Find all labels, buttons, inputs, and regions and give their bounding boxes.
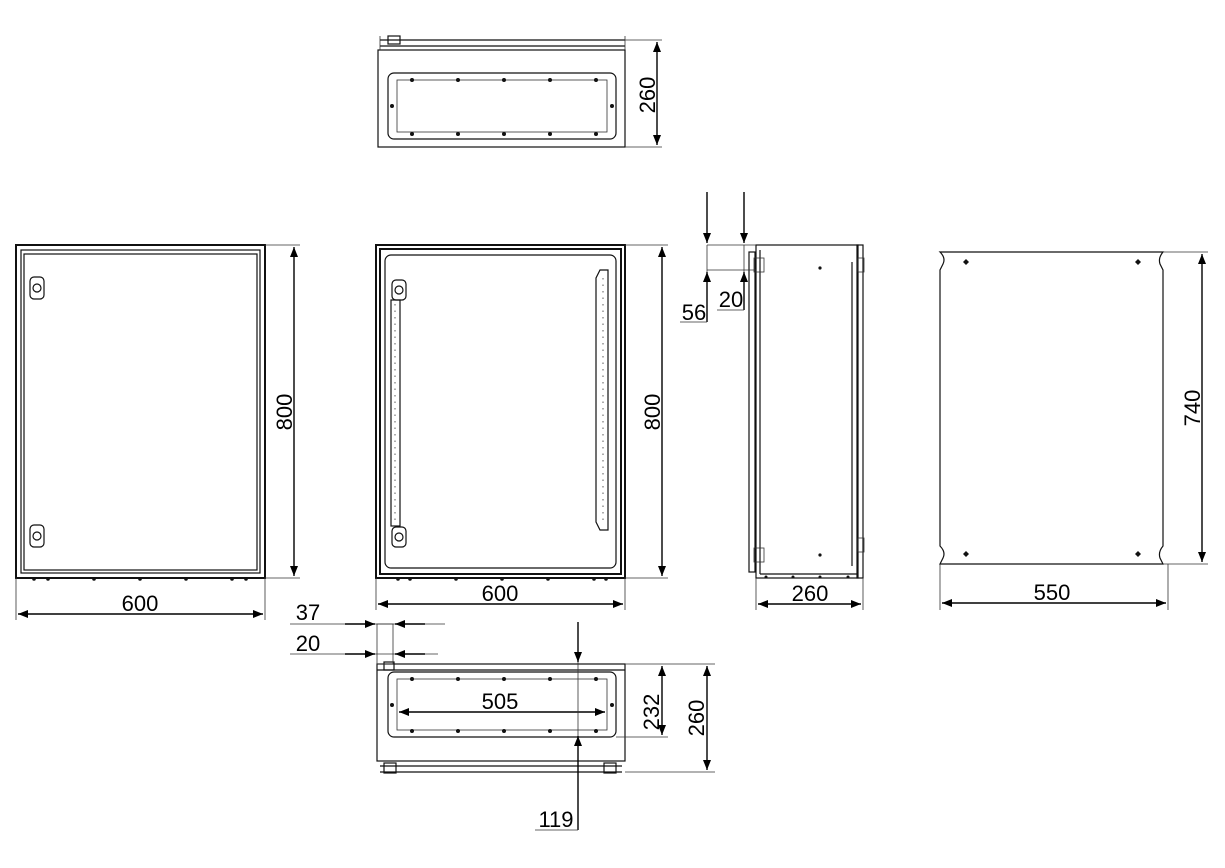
bottom-view-bolts <box>390 677 614 733</box>
dim-bottom-37: 37 <box>296 600 320 625</box>
side-view: 56 20 260 <box>680 192 865 610</box>
dim-bottom-232: 232 <box>639 694 664 731</box>
front-view-open: 800 600 <box>375 244 668 610</box>
dim-open-width: 600 <box>482 581 519 606</box>
mounting-rail-left <box>390 299 401 527</box>
door-lock-icon <box>29 276 45 548</box>
top-view-bolts <box>390 78 614 136</box>
dim-side-56: 56 <box>682 300 706 325</box>
bottom-feet <box>32 577 248 581</box>
front-view-closed: 800 600 <box>15 244 300 620</box>
dim-side-20: 20 <box>719 287 743 312</box>
bottom-feet-open <box>396 577 608 581</box>
dim-bottom-20: 20 <box>296 631 320 656</box>
dim-top-depth: 260 <box>635 77 660 114</box>
plate-mount-holes <box>963 259 1141 557</box>
dim-bottom-119: 119 <box>538 807 573 832</box>
dim-front-height: 800 <box>272 394 297 431</box>
dim-open-height: 800 <box>640 394 665 431</box>
dim-plate-width: 550 <box>1034 580 1071 605</box>
dim-plate-height: 740 <box>1180 390 1205 427</box>
dim-front-width: 600 <box>122 591 159 616</box>
top-view: 260 <box>377 35 662 148</box>
dim-side-depth: 260 <box>792 581 829 606</box>
dim-bottom-260: 260 <box>684 700 709 737</box>
mounting-rail-right <box>595 269 609 531</box>
mounting-plate: 740 550 <box>938 251 1208 610</box>
dim-bottom-505: 505 <box>482 689 519 714</box>
hinge-icon <box>391 279 407 548</box>
bottom-view: 505 37 20 119 232 260 <box>290 600 715 832</box>
